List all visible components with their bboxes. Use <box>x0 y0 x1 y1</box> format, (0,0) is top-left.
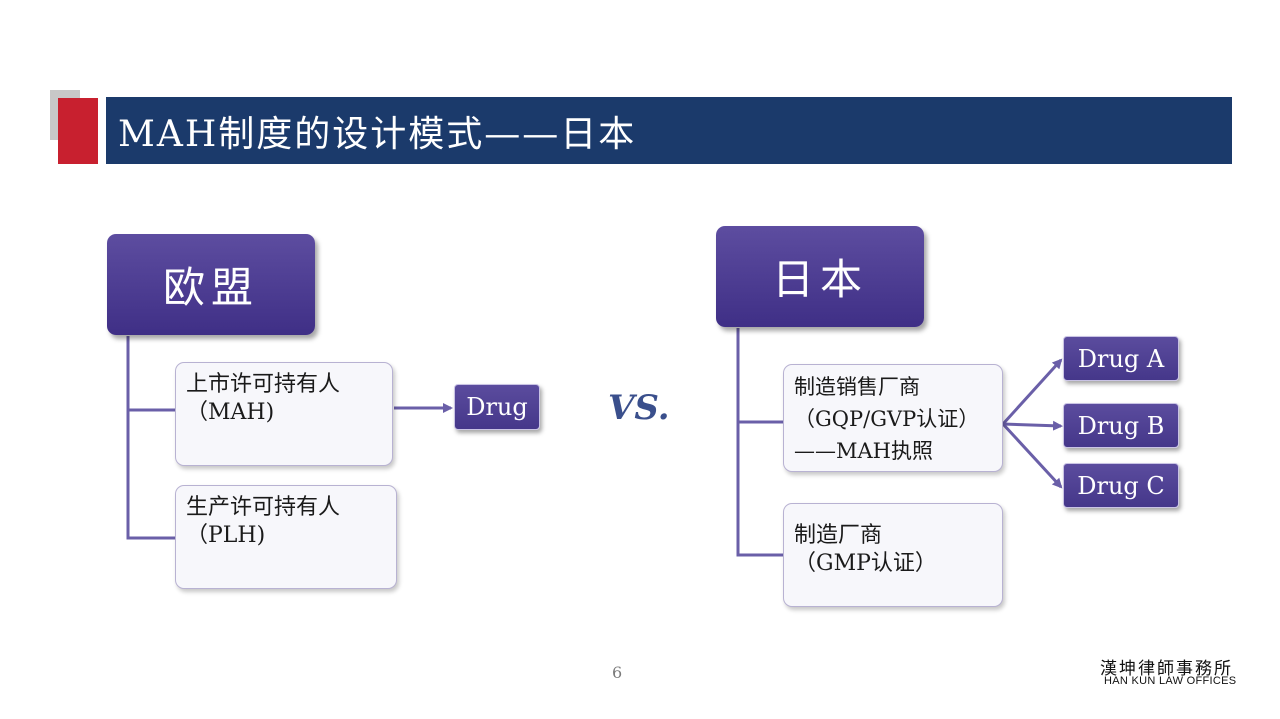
right-drug-b-arrow <box>1002 420 1063 431</box>
drug-a-label: Drug A <box>1077 344 1165 373</box>
plh-holder-line2: （PLH) <box>186 523 266 548</box>
marketing-mfr-line1: 制造销售厂商 <box>794 375 920 399</box>
eu-header-label: 欧盟 <box>162 263 259 312</box>
page-title: MAH制度的设计模式——日本 <box>118 113 637 155</box>
drug-c-label: Drug C <box>1077 471 1165 500</box>
eu-drug-label: Drug <box>466 393 528 421</box>
right-drug-c-arrow <box>1001 422 1063 489</box>
marketing-mfr-line2: （GQP/GVP认证） <box>794 407 980 431</box>
drug-b-label: Drug B <box>1077 411 1165 440</box>
drug-a-box: Drug A <box>1063 336 1179 381</box>
plh-holder-line1: 生产许可持有人 <box>186 495 341 520</box>
title-accent-red <box>58 98 98 164</box>
drug-b-box: Drug B <box>1063 403 1179 448</box>
eu-header-box: 欧盟 <box>107 234 315 335</box>
marketing-mfr-box: 制造销售厂商 （GQP/GVP认证） ——MAH执照 <box>783 364 1003 472</box>
manufacturer-box: 制造厂商 （GMP认证） <box>783 503 1003 607</box>
title-bar: MAH制度的设计模式——日本 <box>106 97 1232 164</box>
manufacturer-line1: 制造厂商 <box>794 523 883 548</box>
drug-c-box: Drug C <box>1063 463 1179 508</box>
firm-name-cn: 漢坤律師事務所 <box>1100 659 1233 679</box>
right-tree-connector <box>736 328 783 557</box>
right-drug-a-arrow <box>1001 358 1063 426</box>
eu-drug-box: Drug <box>454 384 540 430</box>
marketing-mfr-line3: ——MAH执照 <box>794 439 933 463</box>
japan-header-label: 日本 <box>771 255 868 304</box>
vs-label: VS. <box>608 388 670 428</box>
plh-holder-box: 生产许可持有人 （PLH) <box>175 485 397 589</box>
mah-holder-line1: 上市许可持有人 <box>186 372 341 397</box>
manufacturer-line2: （GMP认证） <box>794 551 937 576</box>
page-number: 6 <box>612 663 623 682</box>
mah-holder-line2: （MAH) <box>186 400 275 425</box>
left-tree-connector <box>126 336 175 540</box>
mah-holder-box: 上市许可持有人 （MAH) <box>175 362 393 466</box>
japan-header-box: 日本 <box>716 226 924 327</box>
firm-name-en: HAN KUN LAW OFFICES <box>1104 675 1237 687</box>
